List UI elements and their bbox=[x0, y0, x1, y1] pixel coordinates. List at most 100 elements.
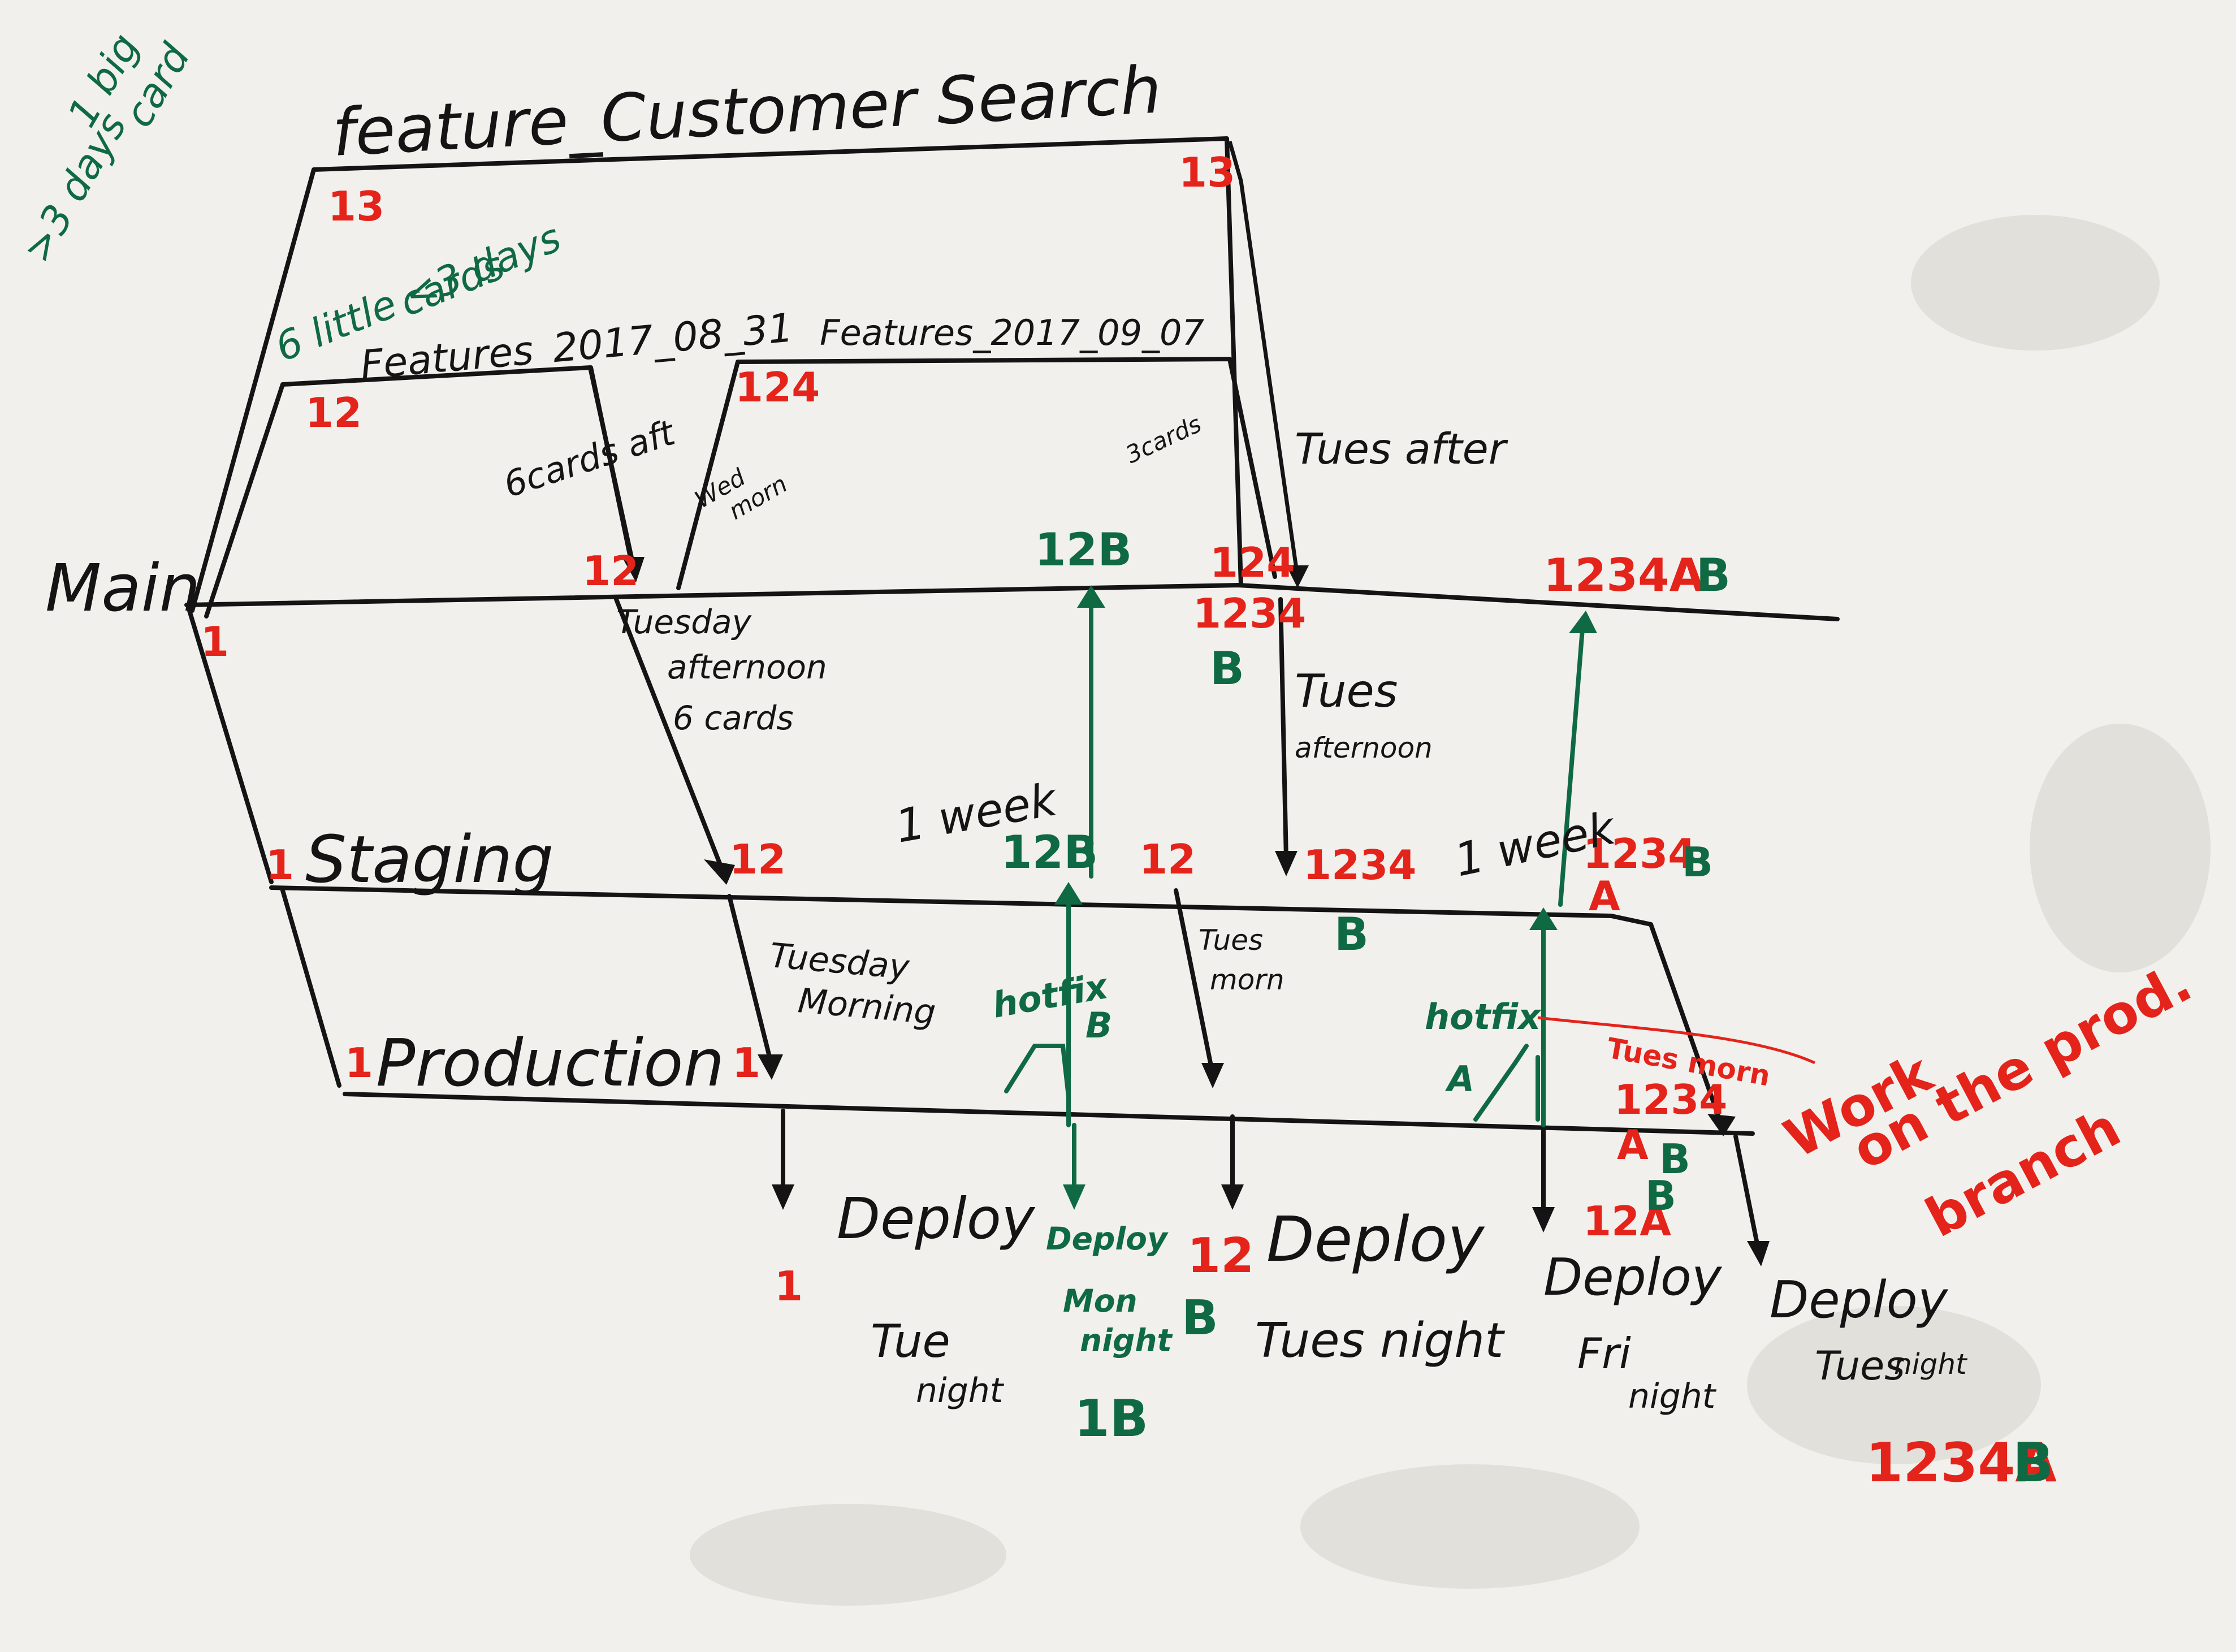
branch-lines bbox=[184, 136, 1840, 1252]
green-version-labels: 12B B B 12B B B B B B B 1B bbox=[1001, 524, 2053, 1494]
staging-branch-label: Staging bbox=[305, 822, 553, 898]
hotfix-b-letter: B bbox=[1085, 1005, 1112, 1046]
deploy-note-1: Deploy bbox=[837, 1186, 1036, 1252]
main-line bbox=[184, 583, 1840, 621]
red-1234a-final: 1234A bbox=[1866, 1432, 2057, 1494]
tues-morn-1: Tues bbox=[1199, 924, 1263, 957]
main-to-staging-line bbox=[187, 608, 274, 884]
green-b-staging-b: B bbox=[1682, 838, 1713, 886]
tues-night-4a: Tues bbox=[1815, 1343, 1905, 1389]
red-a-staging: A bbox=[1589, 872, 1620, 920]
production-line bbox=[343, 1092, 1755, 1136]
red-1234-staging-b: 1234 bbox=[1583, 830, 1696, 877]
red-1234-main: 1234 bbox=[1193, 590, 1306, 637]
deploy-mon-2: Mon bbox=[1063, 1283, 1138, 1319]
deploy-note-4: Deploy bbox=[1770, 1270, 1949, 1330]
staging-line bbox=[269, 885, 1653, 927]
green-b-ab: B bbox=[1659, 1135, 1690, 1183]
green-arrowhead-deploy-b bbox=[1063, 1184, 1085, 1210]
fri-night-1: Fri bbox=[1577, 1329, 1631, 1378]
red-12-staging-b: 12 bbox=[1139, 836, 1196, 883]
red-12-deploy: 12 bbox=[1187, 1228, 1254, 1284]
arrowhead-tues-morn-prod bbox=[1201, 1063, 1224, 1088]
tues-morn-2: morn bbox=[1210, 963, 1284, 996]
red-1234a-main: 1234A bbox=[1543, 549, 1705, 602]
arrowhead-deploy-2 bbox=[1221, 1184, 1244, 1210]
red-12-main: 12 bbox=[582, 547, 639, 595]
staging-to-production-1234ab-line bbox=[1649, 922, 1724, 1127]
red-12a-deploy: 12A bbox=[1583, 1197, 1671, 1245]
green-arrowhead-main-a bbox=[1569, 611, 1597, 633]
arrowhead-1234-staging bbox=[1275, 851, 1298, 876]
red-12-feature-0831: 12 bbox=[305, 389, 362, 436]
tues-aftern-1: Tues bbox=[1295, 665, 1398, 717]
tuesday-afternoon-3: 6 cards bbox=[673, 699, 794, 737]
production-branch-label: Production bbox=[376, 1026, 724, 1101]
staging-to-production-line bbox=[280, 888, 341, 1088]
red-1234-staging: 1234 bbox=[1303, 841, 1416, 889]
green-b-deploy: B bbox=[1182, 1290, 1218, 1346]
deploy-mon-3: night bbox=[1080, 1322, 1173, 1359]
green-arrowhead-staging-a bbox=[1529, 907, 1558, 930]
deploy-note-3: Deploy bbox=[1543, 1248, 1723, 1307]
tuesday-afternoon-1: Tuesday bbox=[616, 603, 752, 641]
red-13-feature-end: 13 bbox=[1179, 149, 1235, 196]
deploy-note-2: Deploy bbox=[1266, 1203, 1485, 1275]
main-branch-label: Main bbox=[45, 551, 201, 626]
customer-merge-line bbox=[1227, 141, 1300, 577]
features-0907-branch-label: Features_2017_09_07 bbox=[820, 312, 1204, 353]
hotfix-a-up-main bbox=[1558, 620, 1585, 907]
green-arrowheads bbox=[1054, 585, 1597, 1210]
tues-night-4b: night bbox=[1894, 1348, 1968, 1381]
red-1-production-b: 1 bbox=[732, 1039, 760, 1087]
main-to-staging-1234-line bbox=[1278, 597, 1288, 862]
timing-notes: 6cards aft Wed morn 3cards Tues after Tu… bbox=[499, 410, 1621, 1032]
tues-after-top-note: Tues after bbox=[1295, 424, 1508, 474]
hotfix-a-letter: A bbox=[1444, 1058, 1474, 1100]
features-0907-branch-line bbox=[676, 357, 1277, 590]
green-b-12ab: B bbox=[1645, 1172, 1676, 1219]
green-b-final: B bbox=[2013, 1432, 2053, 1494]
green-b-main: B bbox=[1210, 642, 1244, 695]
work-on-prod-connector bbox=[1537, 1016, 1816, 1065]
red-13-feature-start: 13 bbox=[328, 183, 384, 230]
staging-to-production-tues-line bbox=[1174, 888, 1215, 1076]
tues-night-2: Tues night bbox=[1255, 1313, 1505, 1369]
red-1-production-a: 1 bbox=[345, 1039, 373, 1087]
red-a-ab: A bbox=[1617, 1121, 1649, 1169]
red-1-deploy: 1 bbox=[775, 1262, 803, 1310]
fri-night-2: night bbox=[1628, 1377, 1717, 1416]
hotfix-a-word: hotfix bbox=[1425, 996, 1542, 1037]
black-arrowheads bbox=[622, 557, 1770, 1266]
red-124-feature-0907: 124 bbox=[735, 364, 820, 411]
green-12b-main: 12B bbox=[1035, 524, 1132, 576]
tue-night-1: Tue bbox=[871, 1315, 950, 1368]
staging-to-production-tuesday-line bbox=[727, 894, 774, 1068]
green-b-staging: B bbox=[1334, 908, 1369, 961]
arrowhead-deploy-3 bbox=[1532, 1207, 1555, 1232]
tuesday-afternoon-2: afternoon bbox=[667, 648, 827, 686]
red-1-staging: 1 bbox=[266, 841, 294, 889]
green-12b-staging: 12B bbox=[1001, 826, 1098, 879]
tues-aftern-2: afternoon bbox=[1295, 732, 1433, 764]
green-lines bbox=[1004, 597, 1585, 1195]
arrowhead-12-staging bbox=[704, 859, 735, 885]
board-smudges bbox=[690, 215, 2211, 1606]
arrowhead-deploy-1 bbox=[772, 1184, 794, 1210]
red-version-labels: 13 13 12 124 12 1 124 1234 1234A 1 12 12… bbox=[201, 149, 2057, 1494]
deploy-arrow-4-line bbox=[1733, 1134, 1761, 1252]
green-1b-label: 1B bbox=[1074, 1389, 1148, 1448]
deploy-mon-1: Deploy bbox=[1046, 1221, 1169, 1257]
green-b-main-1234ab: B bbox=[1696, 549, 1731, 602]
arrowhead-12-main bbox=[622, 557, 645, 582]
main-to-staging-12-line bbox=[614, 597, 726, 876]
green-arrowhead-staging-b bbox=[1054, 882, 1083, 905]
feature-merge-arrow bbox=[589, 368, 635, 568]
tue-night-2: night bbox=[916, 1371, 1005, 1411]
red-124-main: 124 bbox=[1210, 539, 1295, 586]
hotfix-b-shape bbox=[1004, 1044, 1071, 1099]
arrowhead-tues-prod bbox=[758, 1054, 783, 1080]
arrowhead-1234ab-prod bbox=[1707, 1114, 1736, 1136]
deploy-notes: Deploy Tue night Deploy Tues night Deplo… bbox=[837, 1186, 1968, 1416]
